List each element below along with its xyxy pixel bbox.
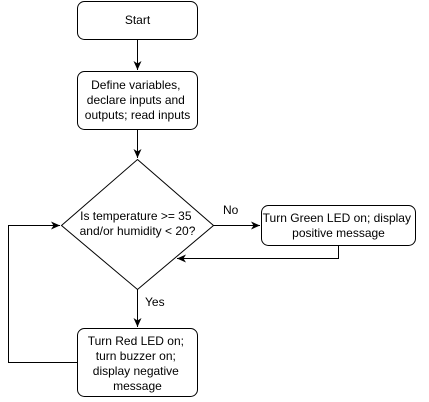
start-label: Start [125, 13, 151, 27]
green-led-label: Turn Green LED on; display positive mess… [263, 211, 415, 240]
edge-green-return [177, 245, 339, 263]
decision-label: Is temperature >= 35 and/or humidity < 2… [80, 209, 196, 238]
edge-label-yes: Yes [145, 295, 165, 309]
edge-red-loop-back [8, 221, 78, 363]
red-led-label: Turn Red LED on; turn buzzer on; display… [88, 334, 188, 393]
define-label: Define variables, declare inputs and out… [85, 78, 190, 122]
edge-label-no: No [223, 203, 239, 217]
